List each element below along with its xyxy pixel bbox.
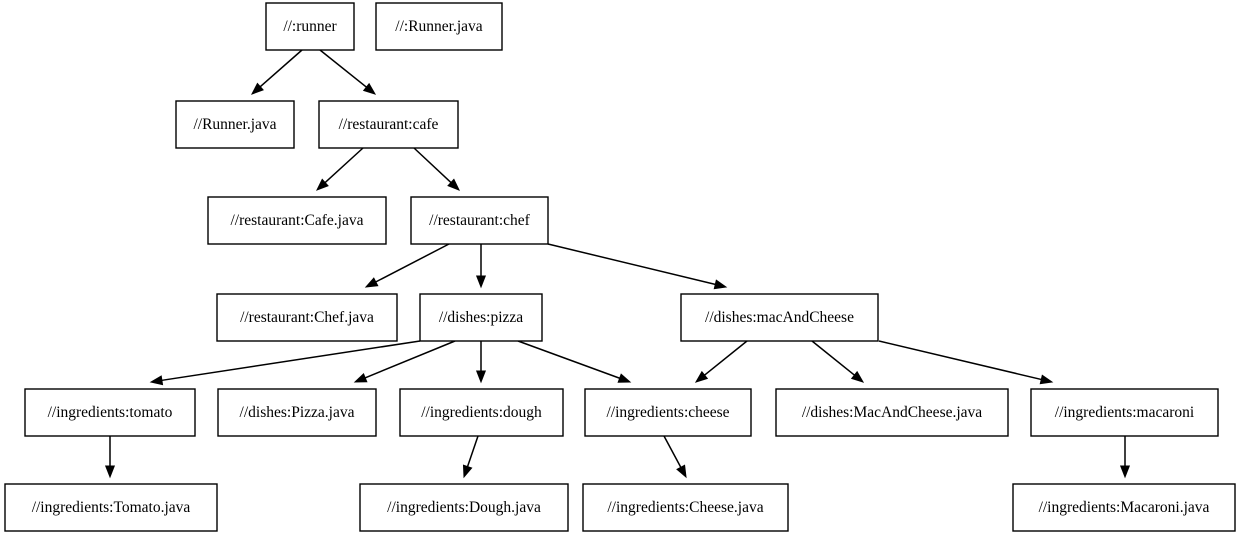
graph-node-box[interactable] bbox=[584, 388, 752, 437]
graph-node-dough_java[interactable]: //ingredients:Dough.java bbox=[359, 483, 569, 532]
graph-node-box[interactable] bbox=[680, 293, 879, 342]
graph-node-label: //:runner bbox=[283, 18, 337, 35]
graph-node-label: //restaurant:Cafe.java bbox=[231, 212, 364, 229]
graph-node-label: //ingredients:cheese bbox=[606, 404, 729, 421]
graph-edge-arrowhead bbox=[315, 178, 329, 191]
graph-node-label: //ingredients:Tomato.java bbox=[32, 499, 191, 516]
graph-node-label: //ingredients:tomato bbox=[48, 404, 173, 421]
graph-edge bbox=[547, 243, 717, 286]
graph-node-tomato_java[interactable]: //ingredients:Tomato.java bbox=[4, 483, 218, 532]
graph-node-box[interactable] bbox=[207, 196, 387, 245]
graph-node-box[interactable] bbox=[410, 196, 549, 245]
graph-node-box[interactable] bbox=[175, 100, 295, 149]
graph-edge bbox=[323, 147, 364, 185]
graph-node-label: //dishes:Pizza.java bbox=[240, 404, 355, 421]
graph-edge-arrowhead bbox=[250, 82, 264, 95]
graph-node-box[interactable] bbox=[217, 388, 377, 437]
graph-edge-arrowhead bbox=[364, 277, 379, 288]
graph-node-box[interactable] bbox=[265, 2, 355, 51]
graph-edge-arrowhead bbox=[1119, 465, 1131, 479]
graph-node-box[interactable] bbox=[216, 293, 398, 342]
graph-node-label: //restaurant:chef bbox=[429, 212, 531, 229]
graph-node-box[interactable] bbox=[375, 2, 503, 51]
graph-node-label: //dishes:MacAndCheese.java bbox=[802, 404, 982, 421]
graph-edge-arrowhead bbox=[362, 82, 377, 95]
edges-layer bbox=[104, 49, 1131, 479]
graph-edge bbox=[663, 435, 683, 469]
graph-edge bbox=[517, 340, 622, 380]
graph-node-ing_tomato[interactable]: //ingredients:tomato bbox=[24, 388, 196, 437]
graph-node-label: //ingredients:Cheese.java bbox=[607, 499, 763, 516]
graph-edge bbox=[363, 340, 456, 380]
graph-edge-arrowhead bbox=[1039, 374, 1054, 385]
graph-node-cheese_java[interactable]: //ingredients:Cheese.java bbox=[582, 483, 789, 532]
graph-edge bbox=[878, 340, 1043, 381]
graph-node-label: //ingredients:macaroni bbox=[1055, 404, 1195, 421]
graph-node-restaurant_cafe[interactable]: //restaurant:cafe bbox=[318, 100, 459, 149]
graph-node-box[interactable] bbox=[1030, 388, 1219, 437]
graph-edge bbox=[258, 49, 303, 89]
graph-node-box[interactable] bbox=[582, 483, 789, 532]
graph-edge bbox=[413, 147, 453, 185]
graph-node-box[interactable] bbox=[399, 388, 564, 437]
graph-edge-arrowhead bbox=[676, 464, 687, 479]
graph-node-cafe_java[interactable]: //restaurant:Cafe.java bbox=[207, 196, 387, 245]
graph-edge-arrowhead bbox=[475, 370, 487, 384]
graph-edge bbox=[811, 340, 857, 377]
graph-node-box[interactable] bbox=[318, 100, 459, 149]
graph-node-label: //ingredients:dough bbox=[421, 404, 542, 421]
graph-node-box[interactable] bbox=[1012, 483, 1236, 532]
nodes-layer: //:runner //:Runner.java //Runner.java //re… bbox=[4, 2, 1236, 532]
graph-node-box[interactable] bbox=[24, 388, 196, 437]
graph-node-label: //Runner.java bbox=[193, 116, 276, 133]
graph-node-dishes_pizza[interactable]: //dishes:pizza bbox=[419, 293, 543, 342]
graph-node-label: //dishes:pizza bbox=[439, 309, 523, 326]
graph-node-chef_java[interactable]: //restaurant:Chef.java bbox=[216, 293, 398, 342]
graph-node-label: //ingredients:Macaroni.java bbox=[1039, 499, 1210, 516]
graph-edge-arrowhead bbox=[104, 465, 116, 479]
graph-node-box[interactable] bbox=[359, 483, 569, 532]
graph-node-restaurant_chef[interactable]: //restaurant:chef bbox=[410, 196, 549, 245]
graph-node-label: //:Runner.java bbox=[395, 18, 483, 35]
graph-edge bbox=[702, 340, 748, 377]
graph-node-mac_java[interactable]: //dishes:MacAndCheese.java bbox=[775, 388, 1009, 437]
graph-edge-arrowhead bbox=[353, 372, 368, 383]
graph-node-box[interactable] bbox=[4, 483, 218, 532]
graph-node-dishes_mac[interactable]: //dishes:macAndCheese bbox=[680, 293, 879, 342]
graph-edge-arrowhead bbox=[850, 370, 865, 383]
graph-edge bbox=[466, 435, 479, 469]
graph-edge-arrowhead bbox=[149, 375, 164, 386]
graph-node-ing_cheese[interactable]: //ingredients:cheese bbox=[584, 388, 752, 437]
graph-edge-arrowhead bbox=[447, 178, 461, 191]
graph-node-ing_dough[interactable]: //ingredients:dough bbox=[399, 388, 564, 437]
graph-edge-arrowhead bbox=[462, 464, 473, 479]
graph-node-label: //ingredients:Dough.java bbox=[387, 499, 541, 516]
graph-edge bbox=[374, 243, 450, 284]
graph-edge-arrowhead bbox=[475, 275, 487, 289]
graph-node-label: //restaurant:Chef.java bbox=[240, 309, 374, 326]
graph-node-pizza_java[interactable]: //dishes:Pizza.java bbox=[217, 388, 377, 437]
graph-edge-arrowhead bbox=[694, 370, 709, 383]
graph-node-macaroni_java[interactable]: //ingredients:Macaroni.java bbox=[1012, 483, 1236, 532]
graph-edge-arrowhead bbox=[617, 373, 632, 383]
graph-edge bbox=[319, 49, 369, 89]
graph-node-runner_java[interactable]: //Runner.java bbox=[175, 100, 295, 149]
graph-node-box[interactable] bbox=[419, 293, 543, 342]
graph-edge-arrowhead bbox=[713, 279, 728, 290]
graph-node-root_runner_java[interactable]: //:Runner.java bbox=[375, 2, 503, 51]
graph-node-box[interactable] bbox=[775, 388, 1009, 437]
graph-node-runner[interactable]: //:runner bbox=[265, 2, 355, 51]
graph-node-label: //dishes:macAndCheese bbox=[705, 309, 854, 326]
graph-node-label: //restaurant:cafe bbox=[339, 116, 439, 133]
graph-node-ing_macaroni[interactable]: //ingredients:macaroni bbox=[1030, 388, 1219, 437]
graph-edge bbox=[160, 340, 421, 382]
